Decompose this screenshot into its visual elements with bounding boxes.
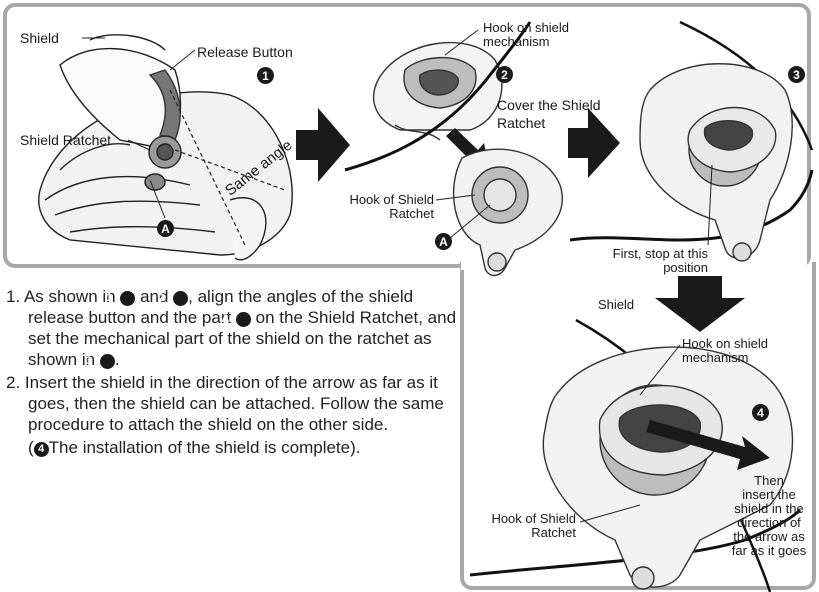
step2-ratchet: [454, 149, 563, 275]
step-1-marker: 1: [257, 67, 274, 84]
inline-step-4-marker: 4: [34, 442, 49, 457]
label-first-stop: First, stop at this position: [592, 247, 708, 275]
step3-assembly: [640, 64, 792, 261]
label-shield-ratchet: Shield Ratchet: [20, 132, 111, 148]
arrow-3-to-4: [655, 276, 745, 332]
step-2-marker: 2: [496, 66, 513, 83]
instruction-step-1: 1. As shown in 1 and 2, align the angles…: [6, 286, 458, 370]
step-3-marker: 3: [788, 66, 805, 83]
label-hook-of-shield-ratchet-4: Hook of Shield Ratchet: [468, 512, 576, 540]
label-hook-on-shield-mechanism-4: Hook on shield mechanism: [682, 337, 768, 365]
inline-step-2-marker: 2: [173, 291, 188, 306]
part-a-marker-2: A: [435, 233, 452, 250]
label-then-insert: Then insert the shield in the direction …: [726, 474, 812, 558]
label-hook-of-shield-ratchet: Hook of Shield Ratchet: [326, 193, 434, 221]
instruction-step-2: 2. Insert the shield in the direction of…: [6, 372, 458, 435]
inline-step-1-marker: 1: [120, 291, 135, 306]
label-cover-shield-ratchet: Cover the Shield Ratchet: [497, 96, 601, 132]
instructions-text: 1. As shown in 1 and 2, align the angles…: [6, 286, 458, 458]
label-hook-on-shield-mechanism: Hook on shield mechanism: [483, 21, 569, 49]
label-release-button: Release Button: [197, 44, 293, 60]
arrow-1-to-2: [296, 108, 350, 182]
label-shield: Shield: [20, 30, 59, 46]
part-a-marker: A: [157, 220, 174, 237]
label-shield-4: Shield: [598, 298, 634, 312]
inline-step-3-marker: 3: [100, 354, 115, 369]
step-4-marker: 4: [752, 404, 769, 421]
inline-part-a-marker: A: [236, 312, 251, 327]
